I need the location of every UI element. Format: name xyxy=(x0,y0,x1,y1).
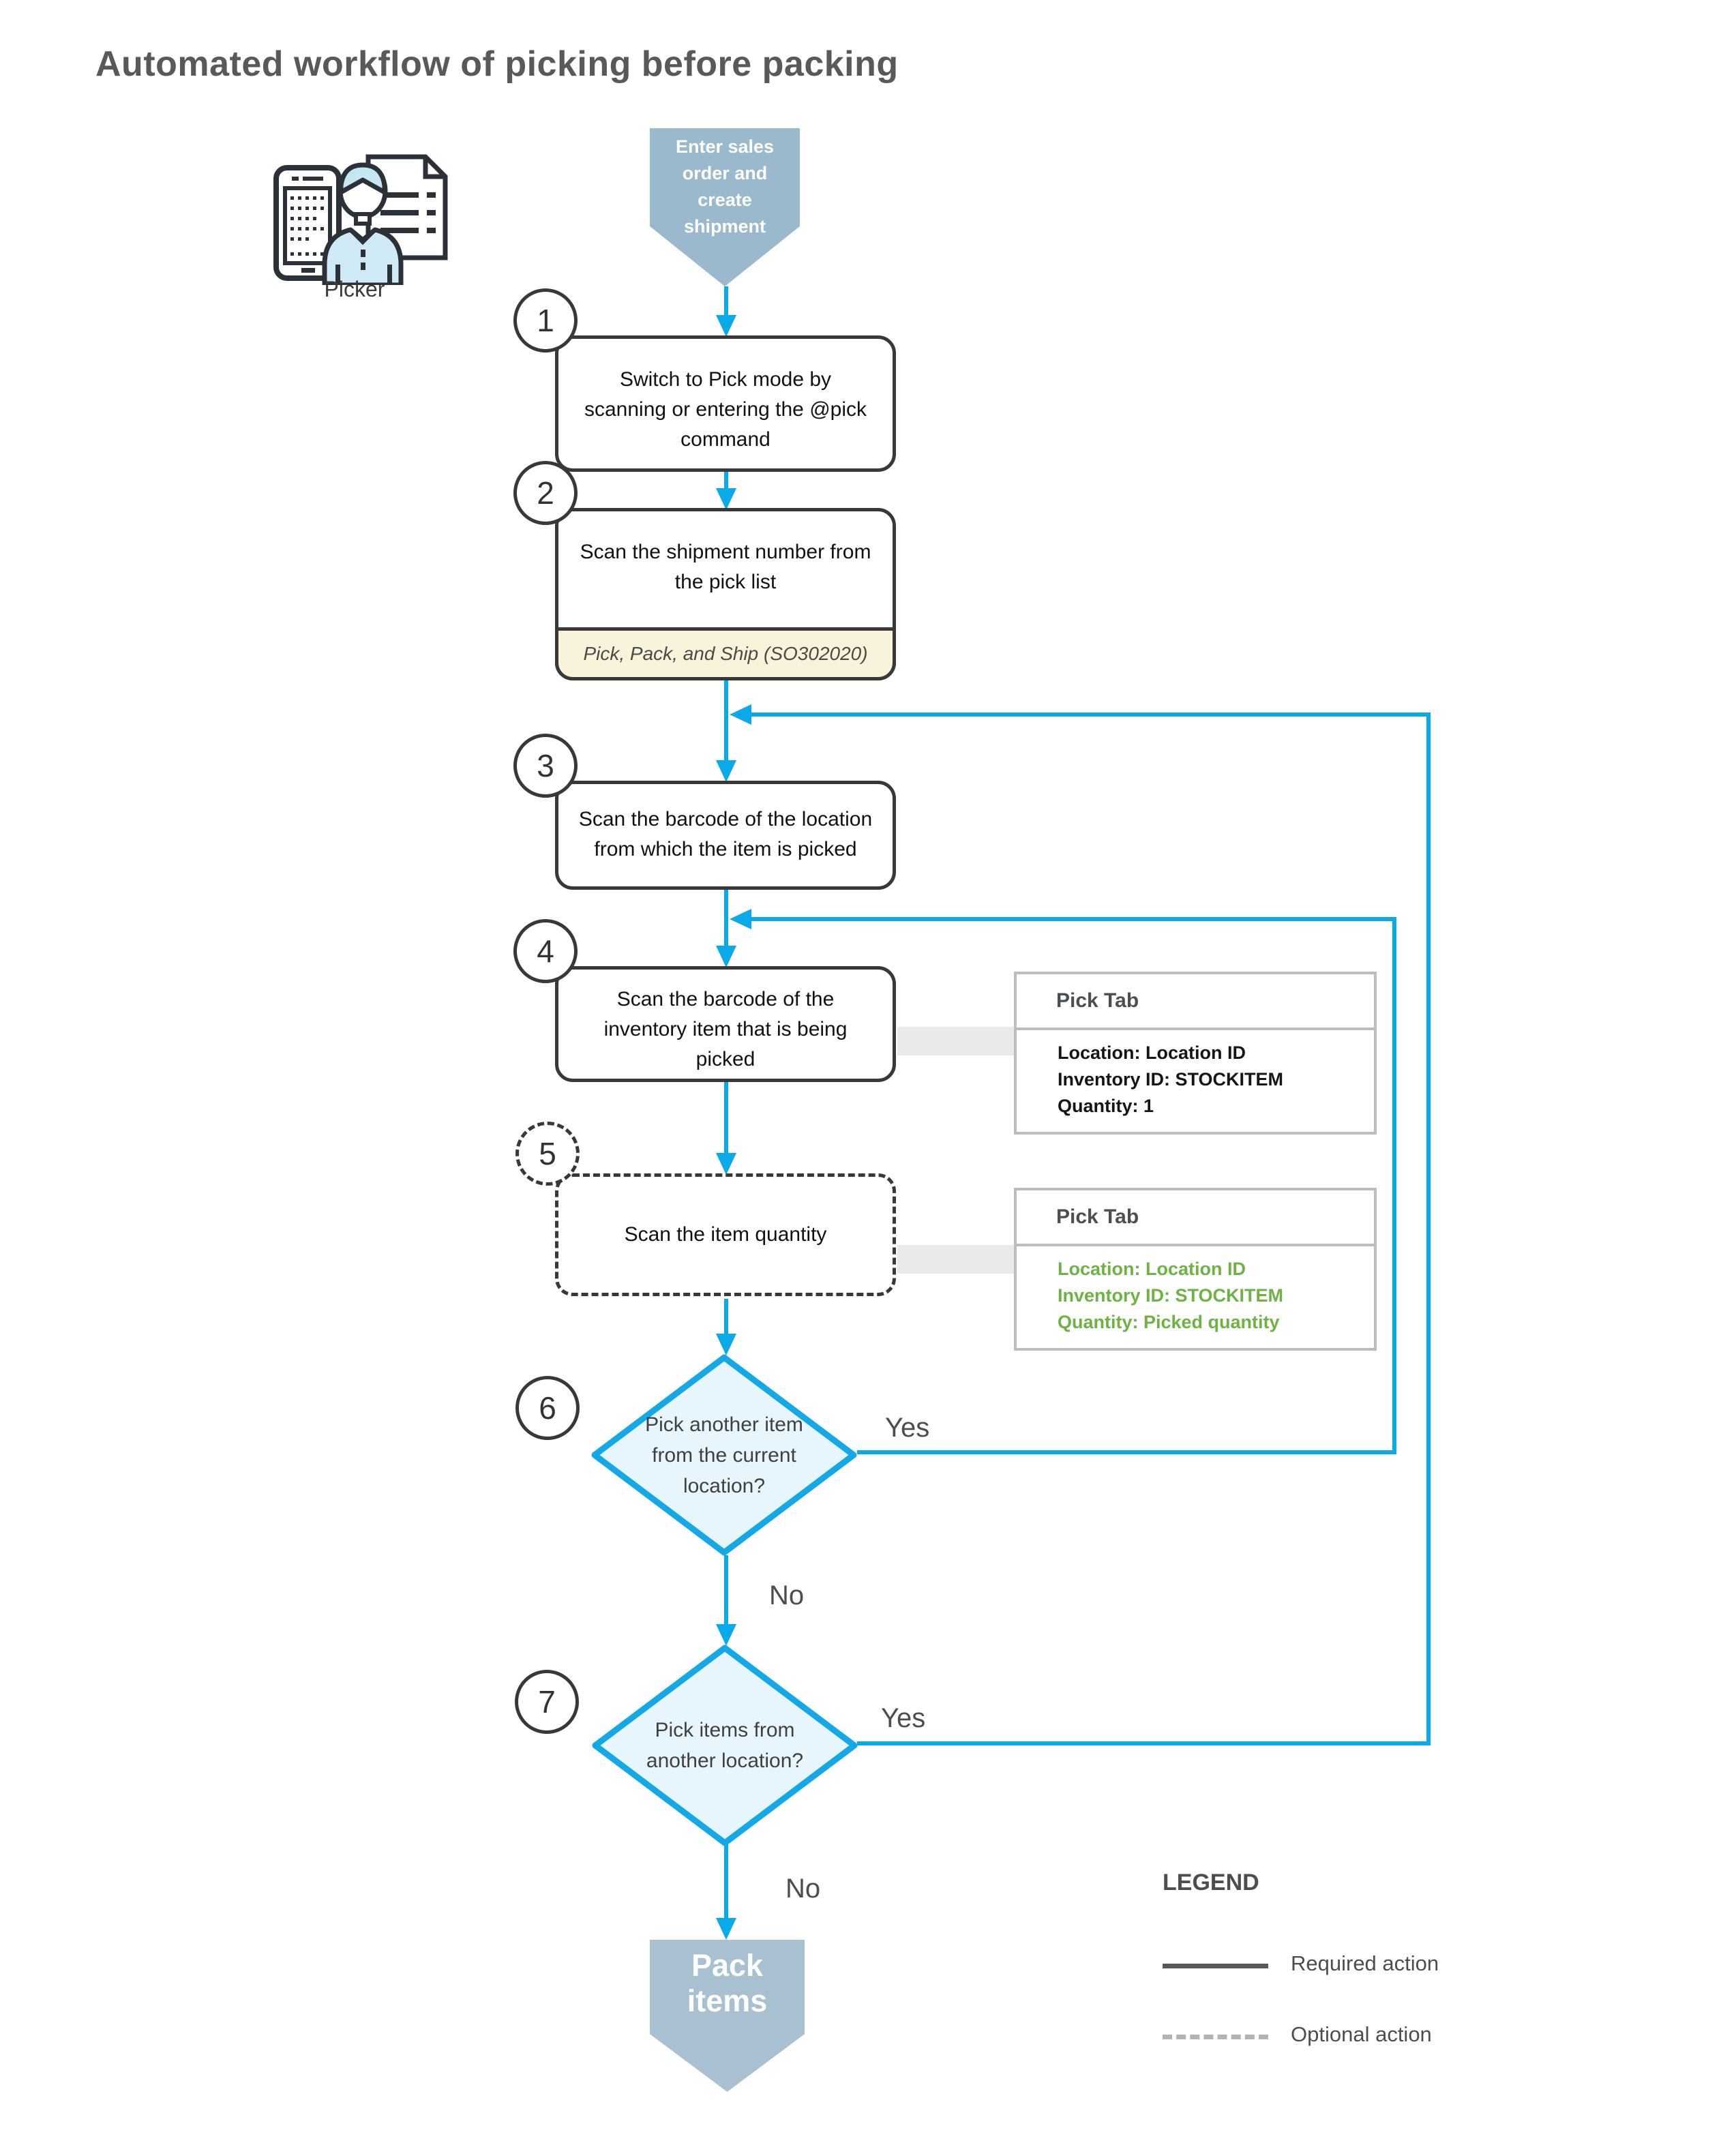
connector-band-step4-to-picktab1 xyxy=(897,1027,1017,1055)
pick-tab-2-line-quantity: Quantity: Picked quantity xyxy=(1058,1312,1280,1332)
page-title: Automated workflow of picking before pac… xyxy=(95,44,899,84)
step-box-2: Scan the shipment number from the pick l… xyxy=(555,508,896,680)
loop-line-yes6-vertical xyxy=(1392,917,1396,1454)
decision-diamond-7: Pick items from another location? xyxy=(592,1645,858,1846)
legend-solid-line-sample xyxy=(1163,1964,1268,1968)
step-box-4: Scan the barcode of the inventory item t… xyxy=(555,966,896,1082)
legend-optional-label: Optional action xyxy=(1291,2022,1432,2046)
pick-tab-2-line-location: Location: Location ID xyxy=(1058,1259,1246,1279)
step-number-6: 6 xyxy=(515,1376,580,1440)
branch-label-yes-7: Yes xyxy=(881,1703,926,1733)
branch-label-yes-6: Yes xyxy=(885,1413,930,1443)
decision-diamond-6: Pick another item from the current locat… xyxy=(591,1354,857,1556)
decision-6-question: Pick another item from the current locat… xyxy=(645,1413,803,1497)
arrowhead-into-end xyxy=(716,1918,736,1940)
loop-line-yes6-horizontal-bottom xyxy=(857,1450,1396,1454)
picker-actor-icon xyxy=(259,149,450,288)
arrowhead-into-step2 xyxy=(716,488,736,510)
branch-label-no-7: No xyxy=(785,1874,821,1904)
step-number-7: 7 xyxy=(515,1670,579,1734)
step-number-5: 5 xyxy=(515,1122,580,1186)
flow-line-step1-to-step2 xyxy=(724,472,728,490)
flow-line-no-decision7-to-end xyxy=(724,1843,728,1919)
arrowhead-into-decision6 xyxy=(716,1334,736,1355)
pick-tab-2-body: Location: Location ID Inventory ID: STOC… xyxy=(1017,1246,1374,1348)
decision-7-question: Pick items from another location? xyxy=(646,1719,804,1772)
flow-line-step5-to-decision6 xyxy=(724,1299,728,1335)
step-number-2: 2 xyxy=(513,461,578,525)
arrowhead-loop-yes6 xyxy=(730,909,751,929)
picker-actor-label: Picker xyxy=(324,277,385,301)
pick-tab-2-title: Pick Tab xyxy=(1017,1190,1374,1246)
step-box-2-note: Pick, Pack, and Ship (SO302020) xyxy=(555,627,896,680)
pick-tab-1-line-location: Location: Location ID xyxy=(1058,1042,1246,1063)
pick-tab-callout-2: Pick Tab Location: Location ID Inventory… xyxy=(1014,1188,1377,1351)
flow-line-step4-to-step5 xyxy=(724,1082,728,1154)
legend-title: LEGEND xyxy=(1163,1870,1259,1895)
arrowhead-into-step1 xyxy=(716,315,736,337)
pick-tab-1-body: Location: Location ID Inventory ID: STOC… xyxy=(1017,1030,1374,1132)
end-shape-pack-items: Pack items xyxy=(650,1940,805,2092)
pick-tab-1-line-quantity: Quantity: 1 xyxy=(1058,1096,1154,1116)
loop-line-yes7-vertical xyxy=(1426,712,1431,1745)
arrowhead-into-step4 xyxy=(716,946,736,967)
branch-label-no-6: No xyxy=(769,1580,805,1610)
loop-line-yes7-horizontal-bottom xyxy=(857,1741,1431,1745)
diamond-shape-6 xyxy=(591,1354,857,1556)
pick-tab-callout-1: Pick Tab Location: Location ID Inventory… xyxy=(1014,972,1377,1135)
flow-line-start-to-step1 xyxy=(724,286,728,316)
step-box-1: Switch to Pick mode by scanning or enter… xyxy=(555,335,896,472)
loop-line-yes7-horizontal-top xyxy=(750,712,1431,717)
legend-required-label: Required action xyxy=(1291,1951,1439,1975)
arrowhead-into-decision7 xyxy=(716,1624,736,1646)
arrowhead-into-step5 xyxy=(716,1153,736,1175)
step-box-3: Scan the barcode of the location from wh… xyxy=(555,781,896,890)
loop-line-yes6-horizontal-top xyxy=(750,917,1396,921)
flow-line-step2-to-step3 xyxy=(724,678,728,762)
step-box-5-optional: Scan the item quantity xyxy=(555,1173,896,1296)
pick-tab-1-title: Pick Tab xyxy=(1017,974,1374,1030)
flow-line-step3-to-step4 xyxy=(724,890,728,947)
legend-dashed-line-sample xyxy=(1163,2035,1268,2039)
pick-tab-1-line-inventory: Inventory ID: STOCKITEM xyxy=(1058,1069,1284,1090)
arrowhead-into-step3 xyxy=(716,760,736,782)
step-number-3: 3 xyxy=(513,734,578,798)
person-with-phone-and-document-icon xyxy=(273,154,448,288)
step-box-2-text: Scan the shipment number from the pick l… xyxy=(580,541,871,593)
connector-band-step5-to-picktab2 xyxy=(897,1245,1017,1274)
diamond-shape-7 xyxy=(592,1645,858,1846)
step-number-4: 4 xyxy=(513,919,578,983)
step-number-1: 1 xyxy=(513,288,578,352)
arrowhead-loop-yes7 xyxy=(730,704,751,725)
flow-line-no-decision6-to-decision7 xyxy=(724,1555,728,1625)
pick-tab-2-line-inventory: Inventory ID: STOCKITEM xyxy=(1058,1285,1284,1306)
start-shape-enter-sales-order: Enter sales order and create shipment xyxy=(650,128,800,286)
